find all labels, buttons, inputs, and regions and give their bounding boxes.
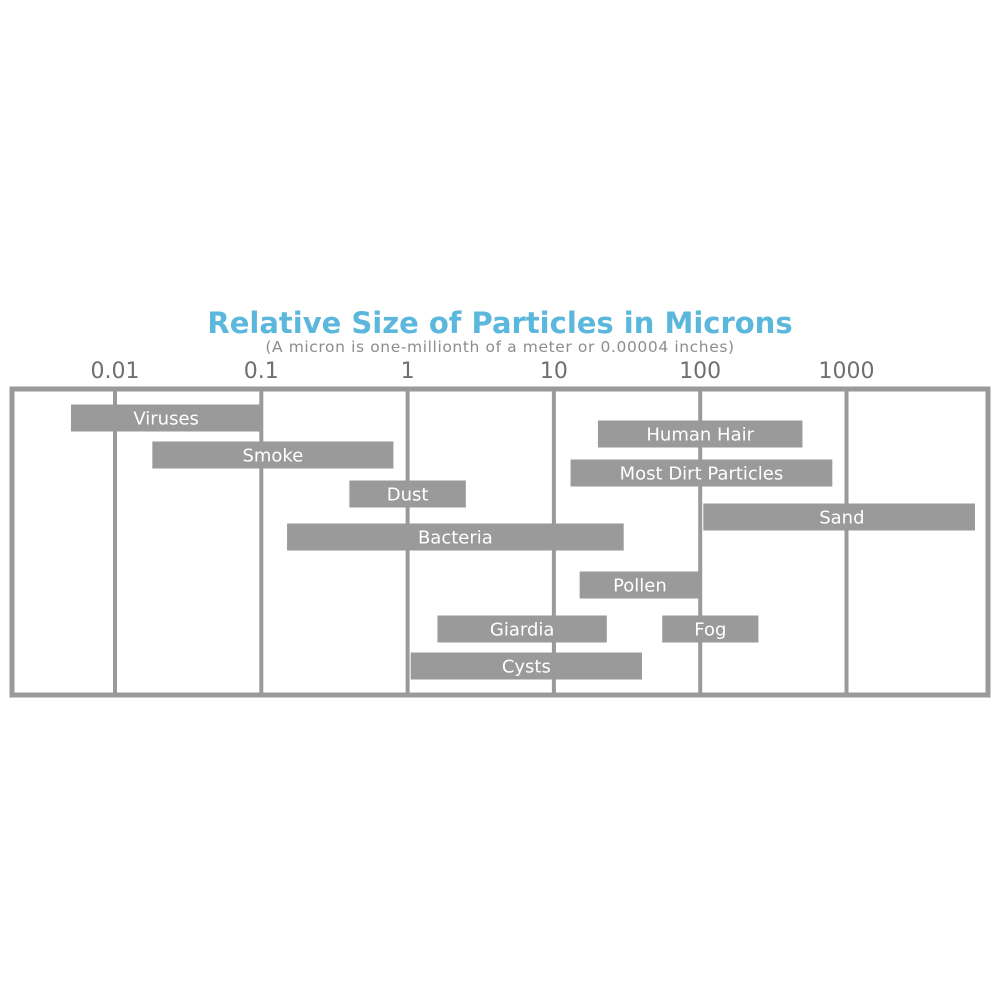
bar-human-hair: Human Hair [597, 420, 803, 448]
bar-rect [437, 615, 607, 643]
bar-pollen: Pollen [579, 571, 701, 599]
bar-rect [703, 503, 975, 531]
bar-label: Giardia [490, 620, 555, 641]
bar-label: Pollen [613, 576, 667, 597]
bar-rect [662, 615, 759, 643]
bar-label: Human Hair [646, 425, 754, 446]
bar-label: Bacteria [418, 528, 493, 549]
bar-rect [152, 441, 394, 469]
bar-giardia: Giardia [437, 615, 607, 643]
x-tick-label: 1000 [819, 359, 875, 384]
bar-rect [410, 652, 642, 680]
bar-most-dirt-particles: Most Dirt Particles [570, 459, 833, 487]
bar-label: Viruses [133, 409, 199, 430]
bar-rect [287, 523, 624, 551]
x-tick-label: 10 [540, 359, 568, 384]
bar-label: Dust [387, 485, 429, 506]
bar-label: Sand [819, 508, 864, 529]
bar-bacteria: Bacteria [287, 523, 624, 551]
bar-cysts: Cysts [410, 652, 642, 680]
bar-label: Fog [694, 620, 726, 641]
bar-fog: Fog [662, 615, 759, 643]
bar-rect [579, 571, 701, 599]
bar-smoke: Smoke [152, 441, 394, 469]
bar-label: Cysts [502, 657, 551, 678]
x-tick-label: 0.1 [244, 359, 279, 384]
bar-rect [597, 420, 803, 448]
bar-sand: Sand [703, 503, 975, 531]
x-axis-ticks: 0.01 0.1 1 10 100 1000 [91, 359, 875, 384]
bar-viruses: Viruses [70, 404, 262, 432]
x-tick-label: 1 [401, 359, 415, 384]
bar-label: Most Dirt Particles [620, 464, 784, 485]
bar-rect [349, 480, 466, 508]
chart-subtitle: (A micron is one-millionth of a meter or… [265, 338, 734, 356]
chart-frame [9, 386, 991, 698]
x-tick-label: 100 [679, 359, 721, 384]
bar-rect [70, 404, 262, 432]
bar-label: Smoke [242, 446, 303, 467]
bar-rect [570, 459, 833, 487]
chart-title: Relative Size of Particles in Microns [207, 306, 792, 340]
bar-dust: Dust [349, 480, 466, 508]
x-tick-label: 0.01 [91, 359, 140, 384]
